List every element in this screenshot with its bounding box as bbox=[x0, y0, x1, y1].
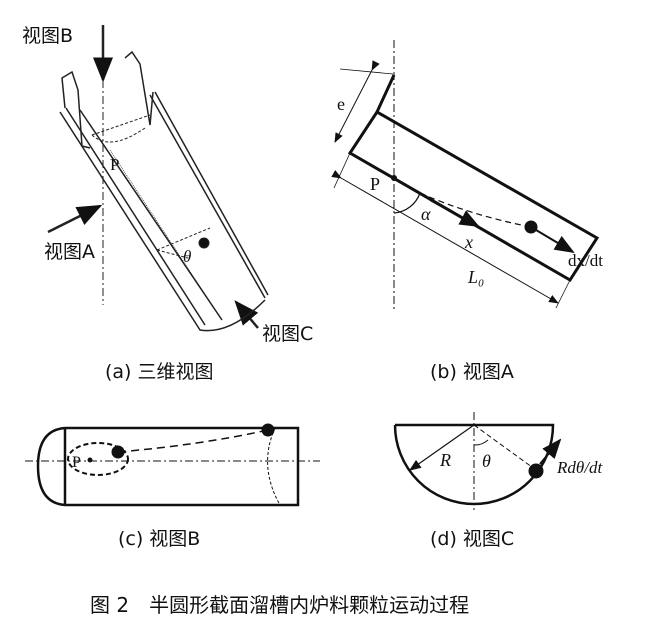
label-l0: L₀ bbox=[467, 267, 484, 287]
trajectory bbox=[117, 429, 269, 453]
label-r: R bbox=[439, 450, 451, 470]
view-a-arrow bbox=[47, 204, 103, 234]
top-section bbox=[91, 114, 151, 143]
caption-a: (a) 三维视图 bbox=[105, 361, 214, 383]
velocity-arrow bbox=[530, 226, 575, 254]
start-region bbox=[67, 442, 129, 476]
panel-a-3d-view bbox=[47, 25, 269, 332]
label-view-b: 视图B bbox=[22, 25, 73, 47]
particle-start bbox=[111, 445, 125, 459]
panel-c-view-b bbox=[25, 423, 320, 507]
caption-b: (b) 视图A bbox=[430, 361, 514, 383]
label-velocity: Rdθ/dt bbox=[556, 458, 603, 477]
chute-top-view bbox=[36, 426, 300, 507]
caption-d: (d) 视图C bbox=[430, 528, 514, 550]
alpha-arc bbox=[393, 192, 421, 214]
radius-arrow bbox=[409, 424, 475, 471]
cross-section bbox=[156, 227, 211, 259]
chute-brackets bbox=[61, 50, 154, 149]
label-view-a: 视图A bbox=[44, 241, 95, 263]
label-p: P bbox=[370, 174, 380, 194]
label-theta: θ bbox=[482, 451, 491, 471]
chute-right-wall bbox=[149, 91, 269, 299]
l0-dimension bbox=[331, 170, 559, 304]
chute-left-wall bbox=[59, 107, 266, 332]
trajectory bbox=[419, 192, 532, 228]
chute-profile bbox=[347, 74, 600, 283]
label-e: e bbox=[337, 94, 345, 114]
particle bbox=[528, 463, 544, 479]
caption-c: (c) 视图B bbox=[118, 528, 200, 550]
label-p: P bbox=[72, 454, 81, 471]
label-p: P bbox=[110, 155, 119, 174]
panel-d-view-c bbox=[393, 412, 562, 510]
velocity-arrow bbox=[539, 438, 562, 465]
panel-b-view-a bbox=[331, 40, 600, 310]
particle-end bbox=[261, 423, 275, 437]
figure-caption: 图 2 半圆形截面溜槽内炉料颗粒运动过程 bbox=[90, 593, 469, 617]
label-x: x bbox=[464, 232, 473, 252]
label-velocity: dx/dt bbox=[568, 251, 603, 270]
label-alpha: α bbox=[421, 204, 431, 224]
particle bbox=[198, 237, 210, 249]
e-dimension bbox=[334, 60, 380, 143]
label-view-c: 视图C bbox=[262, 323, 313, 345]
x-axis-arrow bbox=[429, 199, 480, 227]
label-theta: θ bbox=[183, 247, 191, 266]
